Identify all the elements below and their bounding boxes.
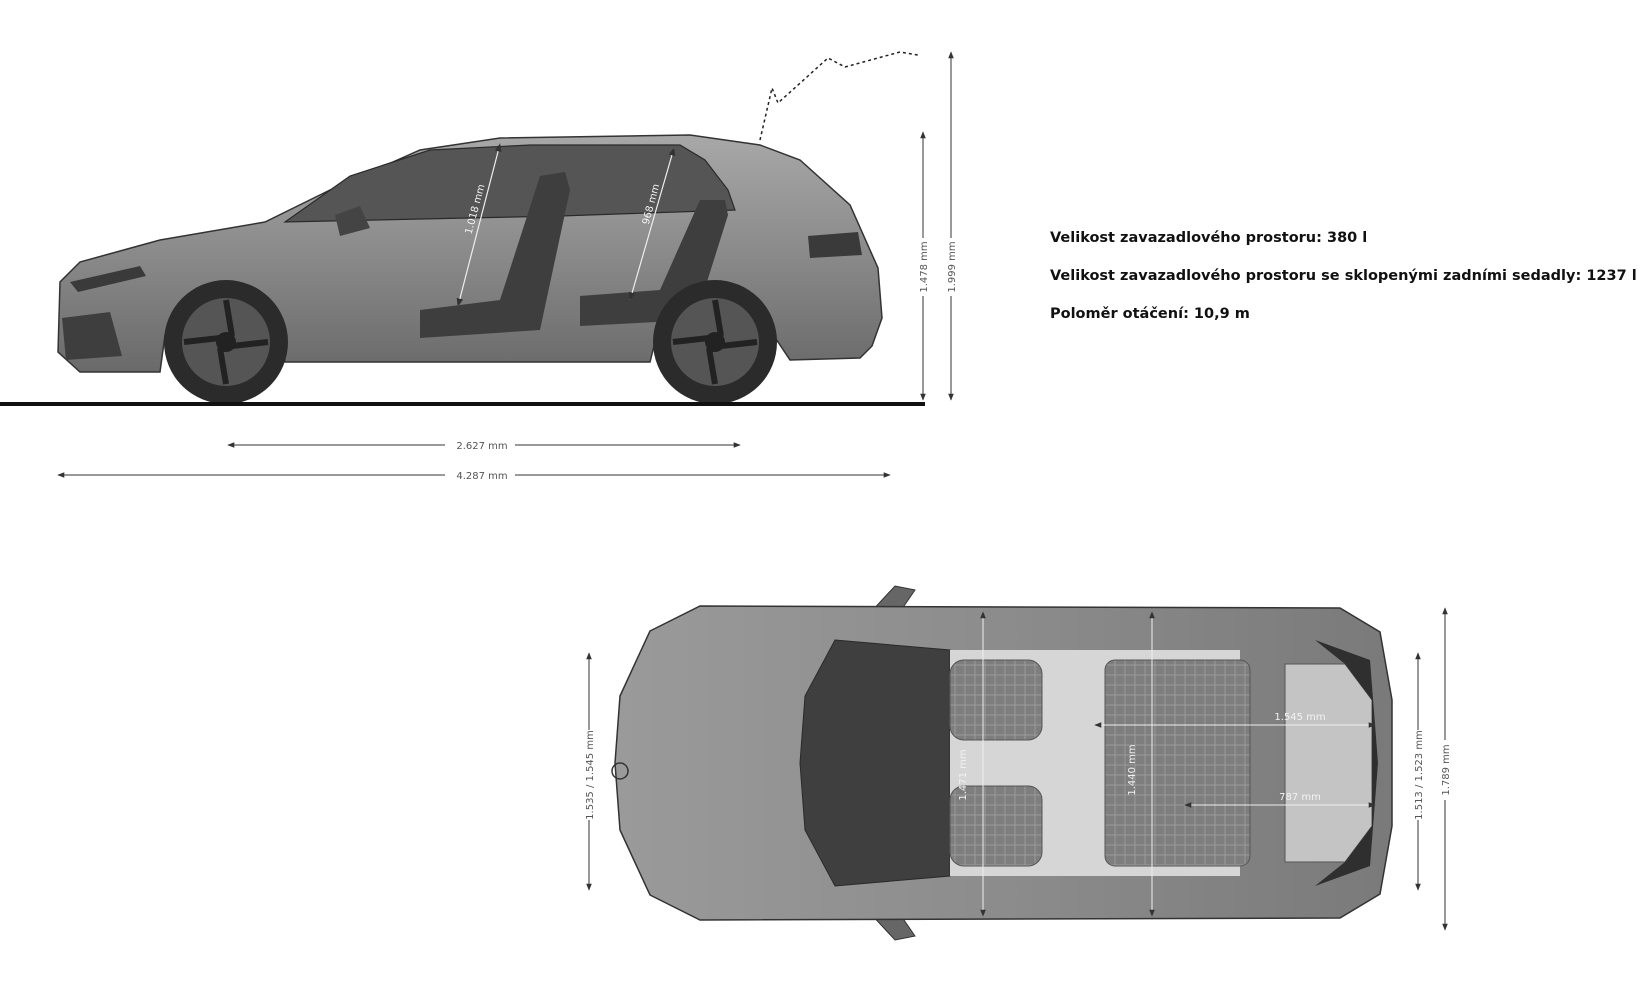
tailgate-open-outline — [759, 51, 919, 141]
windshield-top — [799, 639, 951, 887]
side-view: 1.018 mm 968 mm 1.478 mm 1.999 mm 2.627 … — [0, 51, 958, 483]
headlight — [70, 266, 146, 292]
width-label: 1.789 mm — [1441, 744, 1452, 795]
side-mirror — [335, 206, 370, 236]
rear-cabin-width-label: 1.440 mm — [1127, 744, 1138, 795]
turning-radius: Poloměr otáčení: 10,9 m — [1050, 306, 1250, 322]
luggage-capacity: Velikost zavazadlového prostoru: 380 l — [1050, 230, 1368, 246]
front-seat — [420, 172, 570, 338]
vehicle-dimensions-diagram: 1.018 mm 968 mm 1.478 mm 1.999 mm 2.627 … — [0, 51, 1452, 941]
seat-front-right — [949, 785, 1043, 867]
height-open-label: 1.999 mm — [947, 241, 958, 292]
top-view: 1.535 / 1.545 mm 1.471 mm 1.440 mm 1.545… — [582, 585, 1452, 941]
front-wheel — [164, 280, 288, 404]
luggage-capacity-folded: Velikost zavazadlového prostoru se sklop… — [1050, 268, 1637, 284]
seat-front-left — [949, 659, 1043, 741]
rear-headroom-line — [628, 147, 676, 301]
front-headroom-line — [456, 143, 502, 307]
length-label: 4.287 mm — [456, 471, 507, 482]
trunk-width-label: 1.545 mm — [1274, 712, 1325, 723]
trunk-length-label: 787 mm — [1279, 792, 1321, 803]
rear-wheel — [653, 280, 777, 404]
brand-logo — [611, 762, 629, 780]
trunk-area — [1284, 663, 1373, 863]
front-cabin-width-label: 1.471 mm — [958, 749, 969, 800]
rear-track-label: 1.513 / 1.523 mm — [1414, 730, 1425, 820]
wheelbase-label: 2.627 mm — [456, 441, 507, 452]
front-track-label: 1.535 / 1.545 mm — [585, 730, 596, 820]
height-label: 1.478 mm — [919, 241, 930, 292]
rear-bench — [1104, 659, 1251, 867]
spec-panel: Velikost zavazadlového prostoru: 380 l V… — [1050, 230, 1637, 344]
lower-grille — [62, 312, 122, 360]
rear-light — [808, 232, 862, 258]
